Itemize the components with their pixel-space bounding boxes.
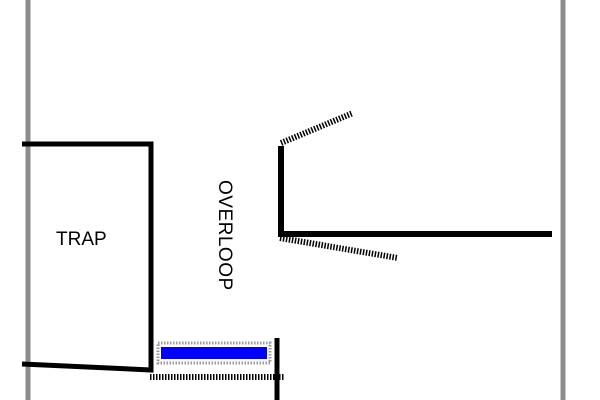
right-walls — [278, 146, 552, 237]
hatched-barrier-lower — [279, 235, 399, 261]
blue-element — [161, 347, 267, 359]
trap-label: TRAP — [56, 229, 107, 250]
trap-walls — [21, 141, 154, 373]
overloop-label: OVERLOOP — [214, 180, 235, 291]
hatched-barrier-upper — [279, 110, 355, 146]
